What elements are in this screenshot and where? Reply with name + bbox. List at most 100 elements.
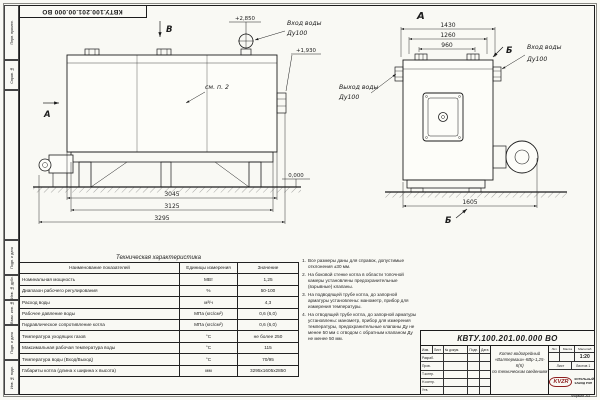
sig-role: Н.контр.	[421, 378, 444, 386]
param-name: Диапазон рабочего регулирования	[19, 284, 180, 298]
stamp-label: Перв. примен.	[9, 20, 14, 45]
sig-header-cell: Изм.	[421, 346, 433, 354]
param-value: 0,6 (6,0)	[237, 307, 299, 320]
notes-list: 1.Все размеры даны для справок, допустим…	[299, 258, 419, 344]
side-pipe-stub	[276, 92, 287, 114]
param-unit: °С	[179, 353, 238, 366]
company-name-line2: ЗАВОД РЭП	[574, 381, 593, 385]
stamp-label: Взам. инв. №	[9, 301, 14, 324]
water-outlet-stub	[394, 66, 404, 82]
drawing-title-line2: «Валтермаш»-КВр-1,25-К(К)	[494, 357, 545, 369]
param-value: 0,6 (6,0)	[237, 318, 299, 332]
param-name: Расход воды	[19, 296, 180, 309]
stamp-vzam-inv: Взам. инв. №	[4, 300, 19, 325]
note-number: 3.	[302, 291, 306, 297]
note-number: 4.	[302, 311, 306, 317]
dim-front-mid: 1260	[440, 32, 455, 39]
note-item: 4.На отводящей трубе котла, до запорной …	[299, 312, 419, 342]
param-value: 1,25	[237, 273, 299, 286]
boiler-front-view	[394, 53, 539, 193]
tech-header-name: Наименование показателей	[19, 261, 180, 275]
sig-role: Пров.	[421, 362, 444, 370]
label-see-note: см. п. 2	[205, 84, 229, 91]
elevation-zero: 0,000	[288, 173, 304, 179]
view-title-a: А	[416, 11, 425, 22]
drawing-title-line1: Котел водогрейный	[499, 351, 541, 356]
stamp-inv-dubl: Инв. № дубл.	[4, 275, 19, 300]
stamp-label: Инв. № подл.	[9, 365, 14, 389]
label-outlet-line1: Выход воды	[339, 84, 379, 91]
elevation-mid: +1,930	[296, 48, 317, 54]
param-unit: МПа (кгс/см²)	[179, 318, 238, 332]
signature-row: Н.контр.	[421, 378, 490, 387]
param-unit: МПа (кгс/см²)	[179, 307, 238, 320]
note-number: 1.	[302, 258, 306, 263]
label-inlet-top-line2: Ду100	[286, 30, 307, 37]
title-block-doc-number: КВТУ.100.201.00.000 ВО	[421, 331, 594, 346]
stamp-label: Подп. и дата	[9, 331, 14, 354]
note-item: 1.Все размеры даны для справок, допустим…	[299, 258, 419, 270]
note-text: На отводящей трубе котла, до запорной ар…	[308, 311, 417, 341]
param-name: Номинальная мощность	[19, 273, 180, 286]
param-value: 4,3	[237, 296, 299, 309]
lit-mass-scale-header: Лит. Масса Масштаб	[549, 346, 594, 353]
mass-label: Масса	[560, 346, 576, 353]
param-name: Гидравлическое сопротивление котла	[19, 318, 180, 332]
burner-box	[48, 154, 74, 174]
tech-table-title: Техническая характеристика	[116, 255, 201, 261]
ground-hatch-left	[33, 187, 301, 193]
drawing-title-line3: по техническим сведениям	[492, 369, 548, 375]
company-name-line1: КОТЕЛЬНЫЙ	[574, 377, 594, 382]
stamp-perv-primen: Перв. примен.	[4, 5, 19, 60]
door-handle	[438, 112, 448, 122]
sig-role: Разраб.	[421, 354, 444, 362]
tech-header-value: Значение	[237, 261, 299, 275]
sig-header-cell: Дата	[481, 347, 489, 352]
stamp-label: Подп. и дата	[9, 246, 14, 269]
support-skid	[70, 151, 274, 163]
format-note: Формат А3	[570, 394, 590, 398]
note-text: На боковой стенке котла в области топочн…	[308, 271, 404, 289]
tech-header-unit: Единицы измерения	[179, 261, 238, 275]
rotated-doc-number: КВТУ.100.201.00.000 ВО	[19, 5, 147, 18]
sig-header-cell: № докум.	[444, 346, 469, 354]
note-item: 3.На подводящей трубе котла, до запорной…	[299, 292, 419, 310]
note-number: 2.	[302, 271, 306, 277]
param-value: 50-100	[237, 284, 299, 298]
top-flange-1	[84, 48, 100, 56]
sig-role: Т.контр.	[421, 370, 444, 378]
burner-motor	[38, 158, 52, 172]
elevation-top: +2,850	[235, 16, 256, 22]
tech-header-row: Наименование показателей Единицы измерен…	[19, 261, 299, 275]
kvzr-logo: KVZR	[549, 377, 573, 387]
stamp-podp-data-1: Подп. и дата	[4, 240, 19, 275]
stamp-sprav-no: Справ. №	[4, 60, 19, 90]
stamp-label: Инв. № дубл.	[9, 276, 14, 299]
sig-header-cell: Лист	[433, 346, 444, 354]
dim-front-width: 1605	[462, 199, 477, 206]
sig-role: Утв.	[421, 386, 444, 395]
sheets-value: 1	[588, 363, 591, 368]
signature-row: Утв.	[421, 386, 490, 395]
flue-flange	[505, 140, 539, 174]
boiler-body-front	[402, 59, 494, 181]
stamp-empty	[4, 90, 19, 240]
section-marks	[43, 21, 504, 219]
drawing-canvas: 3045 3125 3295 1430 1260 960 1605 В А А …	[33, 11, 567, 226]
param-name: Максимальная рабочая температура воды	[19, 341, 180, 355]
sheets-label: Листов	[575, 363, 588, 368]
param-name: Рабочее давление воды	[19, 307, 180, 320]
section-letter-b-bottom: Б	[445, 216, 452, 226]
signature-grid: Изм. Лист № докум. Подп. Дата Разраб. Пр…	[421, 346, 491, 395]
param-name: Температура уходящих газов	[19, 330, 180, 343]
leaders	[185, 21, 526, 187]
sig-header-cell: Подп.	[468, 346, 481, 354]
